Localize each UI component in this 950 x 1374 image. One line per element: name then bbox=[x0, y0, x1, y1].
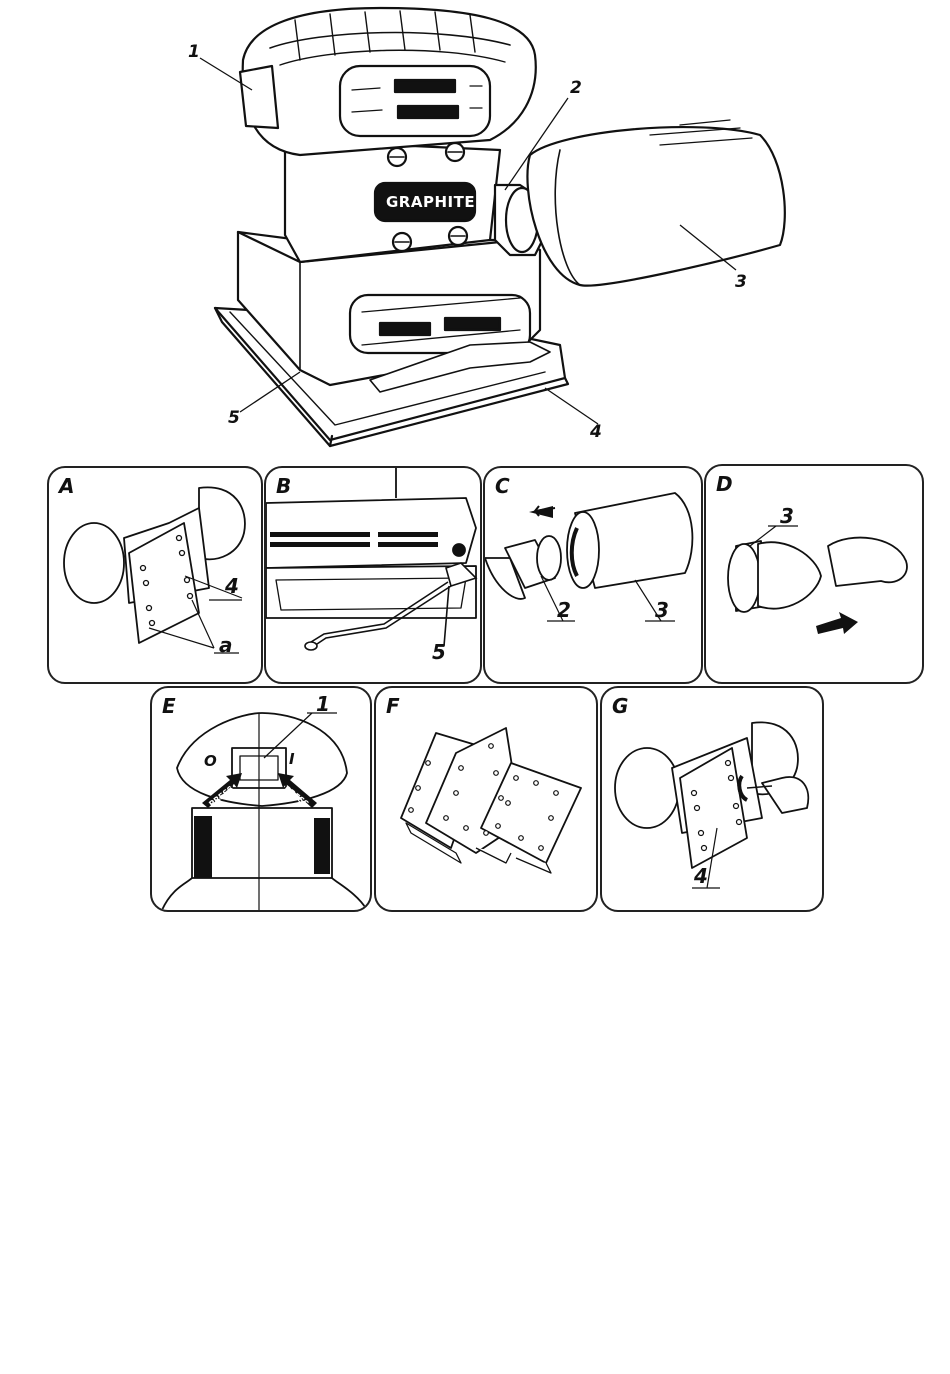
callout-4: 4 bbox=[590, 422, 602, 442]
panel-f-letter: F bbox=[386, 694, 400, 718]
panel-c-label-2: 2 bbox=[557, 598, 571, 622]
panel-g-letter: G bbox=[612, 694, 628, 718]
panel-e-label-1: 1 bbox=[316, 692, 330, 716]
callout-2: 2 bbox=[570, 78, 582, 98]
panel-a-label-4: 4 bbox=[225, 574, 239, 598]
panel-g: G 4 bbox=[600, 686, 824, 912]
panel-a: A 4 a bbox=[47, 466, 263, 684]
panel-c: C 2 3 bbox=[483, 466, 703, 684]
panel-e-label-o: O bbox=[204, 752, 217, 770]
callout-3: 3 bbox=[735, 272, 747, 292]
panel-d-label-3: 3 bbox=[780, 504, 794, 528]
panel-b-letter: B bbox=[276, 474, 291, 498]
panel-d-letter: D bbox=[716, 472, 733, 496]
panel-g-label-4: 4 bbox=[694, 864, 708, 888]
panel-c-label-3: 3 bbox=[655, 598, 669, 622]
panel-e-label-i: I bbox=[289, 750, 295, 768]
panel-e: E 1 O I PRESS PRESS bbox=[150, 686, 372, 912]
panel-a-label-a: a bbox=[219, 633, 233, 657]
panel-d: D 3 bbox=[704, 464, 924, 684]
sander-illustration bbox=[0, 0, 950, 450]
panel-e-letter: E bbox=[162, 694, 176, 718]
brand-logo-text: GRAPHITE bbox=[386, 193, 475, 211]
panel-b: B 5 bbox=[264, 466, 482, 684]
main-figure: GRAPHITE 1 2 3 4 5 bbox=[0, 0, 950, 450]
callout-5: 5 bbox=[228, 408, 240, 428]
panel-b-label-5: 5 bbox=[432, 640, 446, 664]
panel-f: F bbox=[374, 686, 598, 912]
callout-1: 1 bbox=[188, 42, 200, 62]
panel-c-letter: C bbox=[495, 474, 510, 498]
panel-a-letter: A bbox=[59, 474, 74, 498]
